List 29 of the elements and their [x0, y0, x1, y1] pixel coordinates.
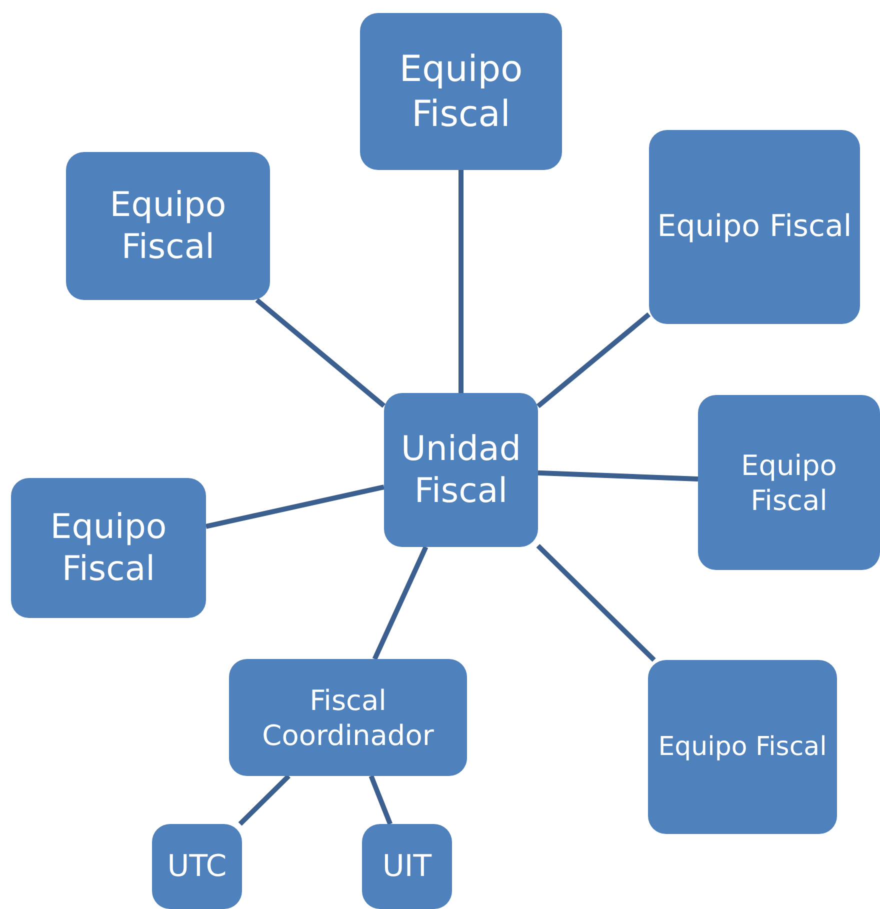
box-label: Equipo Fiscal [740, 448, 838, 518]
rounded-box [362, 824, 452, 909]
connector-line [255, 298, 386, 408]
box-label: Unidad Fiscal [400, 428, 522, 512]
rounded-box [384, 393, 538, 547]
box-label: Fiscal Coordinador [261, 682, 435, 752]
rounded-box [66, 152, 270, 300]
rounded-box [648, 660, 837, 834]
rounded-box [360, 13, 562, 170]
connector-line [536, 312, 651, 408]
box-label: Equipo Fiscal [658, 730, 827, 764]
box-label: Equipo Fiscal [398, 48, 524, 136]
connector-line [368, 775, 392, 825]
rounded-box [698, 395, 880, 570]
box-label: Equipo Fiscal [108, 184, 228, 268]
rounded-box [11, 478, 206, 618]
connector-line [458, 170, 464, 393]
rounded-box [152, 824, 242, 909]
box-label: Equipo Fiscal [49, 506, 168, 590]
box-label: UTC [167, 848, 227, 886]
connector-line [205, 484, 385, 529]
rounded-box [649, 130, 860, 324]
connector-line [238, 774, 290, 826]
connector-line [372, 546, 428, 660]
box-label: Equipo Fiscal [657, 208, 852, 246]
connector-line [536, 544, 656, 662]
rounded-box [229, 659, 467, 776]
box-label: UIT [382, 848, 432, 886]
connector-line [538, 470, 698, 482]
